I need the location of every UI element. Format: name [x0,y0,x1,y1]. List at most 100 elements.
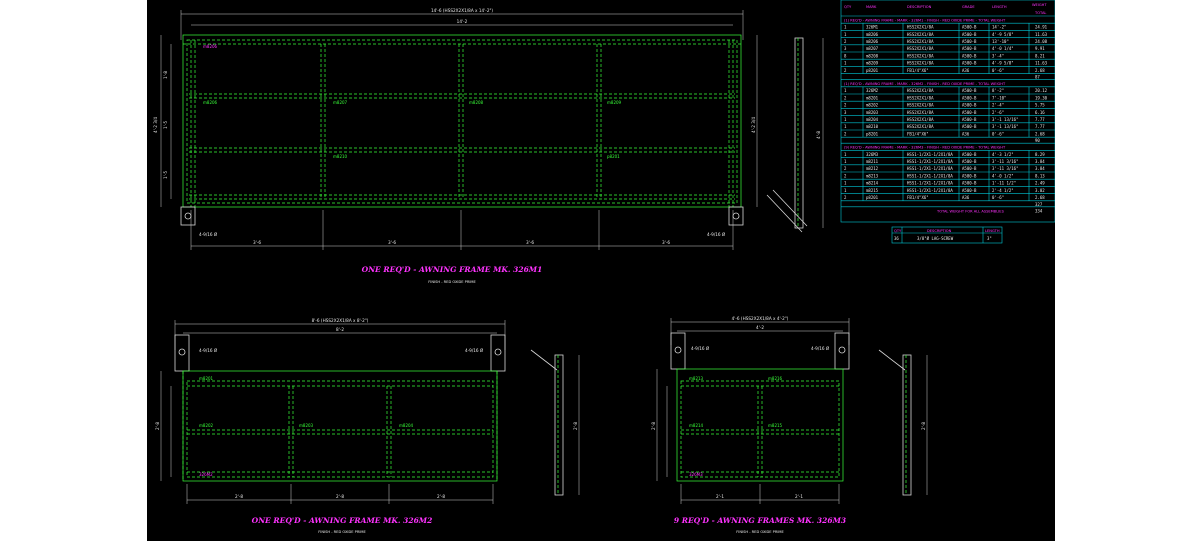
mark-label: m8215 [768,423,783,428]
bay-dim-1: 3'-6 [253,240,261,245]
total-height-dim: 4'-2 3/4 [153,117,158,133]
table-cell: 326M1 [866,25,879,30]
section-total-weight: 327 [1035,202,1043,207]
table-cell: 13'-10" [992,39,1009,44]
grand-total-value: 334 [1035,208,1043,213]
table-cell: 2 [844,95,847,100]
overall-dim-label: 8'-6 (HSS2X2X1/8A x 8'-2") [312,318,369,323]
total-height-dim-right: 4'-2 3/4 [751,117,756,133]
table-cell: FB1/4"X6" [907,195,929,200]
section-header: (9) REQ'D - AWNING FRAME - MARK - 326M3 … [844,146,1006,150]
table-cell: m8214 [866,181,879,186]
table-cell: 7.77 [1035,117,1045,122]
table-cell: 3'-11 3/16" [992,159,1019,164]
table-cell: HSS2X2X1/8A [907,95,934,100]
bolt-header-description: DESCRIPTION [927,229,952,233]
table-cell: 3 [844,46,847,51]
table-cell: A500-B [962,88,977,93]
table-cell: HSS2X2X1/8A [907,39,934,44]
table-cell: A500-B [962,25,977,30]
overall-dim-label: 14'-6 (HSS2X2X1/8A x 14'-2") [431,8,493,13]
table-cell: 3'-4" [992,53,1004,58]
table-cell: A36 [962,131,970,136]
section-header: (1) REQ'D - AWNING FRAME - MARK - 326M2 … [844,82,1006,86]
table-cell: 1'-11 1/2" [992,181,1016,186]
mark-label: m8210 [333,154,348,159]
table-cell: 2 [844,195,847,200]
mark-label: m8216 [768,376,783,381]
table-cell: m8202 [866,103,879,108]
mark-label: m8201 [199,376,214,381]
table-cell: 1 [844,32,847,37]
side-height-dim: 2'-8 [921,422,926,430]
table-cell: A500-B [962,61,977,66]
col-header-description: DESCRIPTION [907,5,932,9]
table-cell: m8203 [866,110,879,115]
table-cell: 3'-1 13/16" [992,124,1019,129]
table-cell: HSS1-1/2X1-1/2X1/8A [907,188,953,193]
table-cell: 3 [844,110,847,115]
table-cell: m8215 [866,188,879,193]
finish-note-326m1: FINISH - RED OXIDE PRIME [428,280,476,284]
table-cell: 0'-6" [992,68,1004,73]
table-cell: 2.68 [1035,68,1045,73]
bolt-table: QTY DESCRIPTION LENGTH 36 3/8"Ø LAG-SCRE… [891,226,1003,244]
table-cell: HSS2X2X1/8A [907,25,934,30]
bolt-qty: 36 [894,236,899,241]
table-cell: 2.68 [1035,131,1045,136]
table-cell: m8207 [866,46,879,51]
table-cell: 3.02 [1035,188,1045,193]
table-cell: FB1/4"X6" [907,131,929,136]
hole-label-right: 4-9/16 Ø [707,232,726,237]
grand-total-label: TOTAL WEIGHT FOR ALL ASSEMBLIES [936,209,1005,213]
table-cell: 1 [844,181,847,186]
side-view-326m3: 2'-8 [878,349,928,496]
table-cell: HSS2X2X1/8A [907,110,934,115]
mark-label: m8207 [333,100,348,105]
table-cell: A500-B [962,166,977,171]
drawing-326m1: 14'-6 (HSS2X2X1/8A x 14'-2") 14'-2 4-9/1… [153,8,824,284]
table-cell: 1 [844,124,847,129]
table-cell: 4'-0 1/2" [992,173,1014,178]
table-cell: HSS1-1/2X1-1/2X1/8A [907,152,953,157]
table-cell: m8211 [866,159,879,164]
table-cell: 24.08 [1035,39,1048,44]
finish-note-326m2: FINISH - RED OXIDE PRIME [318,530,366,534]
table-cell: p8201 [866,68,879,73]
table-cell: 2'-6" [992,110,1004,115]
table-cell: p8201 [866,195,879,200]
mark-label: m8202 [199,423,214,428]
height-dim-3: 1'-5 [163,171,168,179]
table-cell: 8 [844,53,847,58]
table-cell: m8206 [866,39,879,44]
table-cell: HSS1-1/2X1-1/2X1/8A [907,159,953,164]
table-cell: HSS2X2X1/8A [907,46,934,51]
inner-dim-label: 8'-2 [336,327,344,332]
table-cell: A500-B [962,95,977,100]
table-cell: m8210 [866,124,879,129]
bay-dim-2: 3'-6 [388,240,396,245]
hole-label-left: 4-9/16 Ø [199,232,218,237]
table-cell: 2 [844,68,847,73]
table-cell: 3'-1 13/16" [992,117,1019,122]
table-cell: FB1/4"X6" [907,68,929,73]
table-cell: A500-B [962,124,977,129]
table-cell: HSS2X2X1/8A [907,103,934,108]
height-dim-2: 1'-5 [163,121,168,129]
mark-label: m8213 [689,376,704,381]
col-header-qty: QTY [844,5,852,9]
table-cell: m8204 [866,117,879,122]
drawing-326m3: 4'-6 (HSS2X2X1/8A x 4'-2") 4'-2 4-9/16 Ø… [651,316,928,534]
bay-dim-1: 2'-8 [235,494,243,499]
section-total-weight: 90 [1035,138,1040,143]
table-cell: HSS2X2X1/8A [907,124,934,129]
table-cell: 8.21 [1035,53,1045,58]
mark-label: m8203 [299,423,314,428]
bolt-header-length: LENGTH [985,229,1000,233]
section-header: (1) REQ'D - AWNING FRAME - MARK - 326M1 … [844,18,1006,22]
table-cell: 19.30 [1035,95,1048,100]
table-cell: A500-B [962,181,977,186]
table-cell: 1 [844,152,847,157]
section-total-weight: 87 [1035,75,1040,80]
drawing-title-326m1: ONE REQ'D - AWNING FRAME MK. 326M1 [362,265,543,274]
